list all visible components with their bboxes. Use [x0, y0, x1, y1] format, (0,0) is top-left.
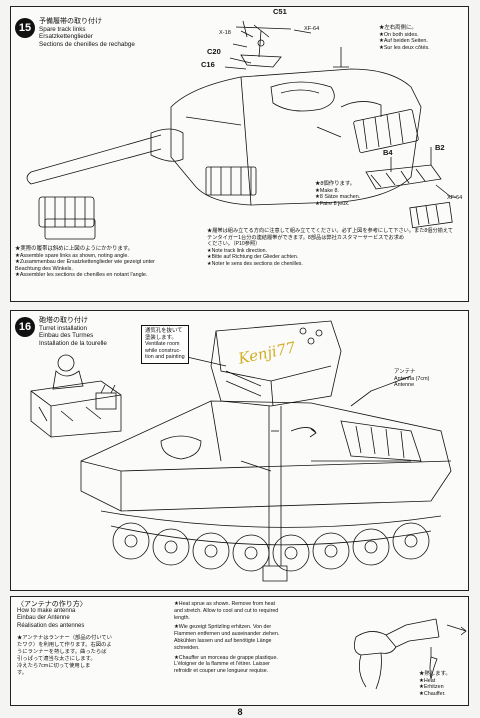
antenna-jp-line-1: ★アンテナはランナー（部品の付いてい	[17, 635, 112, 641]
step-16-title-de: Einbau des Turmes	[39, 332, 94, 340]
step-15-title-de: Ersatzkettenglieder	[39, 33, 93, 41]
heat-label: ★熱します。 ★Heat ★Erhitzen ★Chauffer.	[419, 671, 451, 697]
antenna-fr-1: ★Chauffer un morceau de grappe plastique…	[174, 654, 278, 661]
antenna-title-jp: 〈アンテナの作り方〉	[17, 601, 87, 608]
ventilate-callout-jp-1: 通気孔を抜いて	[145, 328, 183, 334]
part-c51-label: C51	[273, 7, 287, 16]
antenna-en-2: and stretch. Allow to cool and cut to re…	[174, 607, 279, 614]
antenna-title-fr: Réalisation des antennes	[17, 622, 85, 629]
make-8-de: ★8 Sätze machen.	[315, 194, 361, 201]
direction-note-fr: ★Noter le sens des sections de chenilles…	[207, 260, 303, 267]
part-xf64-side-label: XF-64	[447, 195, 463, 201]
part-b2-label: B2	[435, 143, 445, 152]
heat-label-en: ★Heat	[419, 677, 436, 684]
step-16-title-jp: 砲塔の取り付け	[39, 317, 88, 324]
heat-label-fr: ★Chauffer.	[419, 690, 446, 697]
make-8-note: ★8個作ります。 ★Make 8. ★8 Sätze machen. ★Fair…	[315, 181, 360, 207]
antenna-jp-line-6: す。	[17, 670, 28, 676]
ventilate-callout-en-2: while construc-	[145, 347, 181, 354]
step-16-tank-drawing	[30, 320, 452, 582]
step-16-title-en: Turret installation	[39, 324, 88, 332]
both-sides-fr: ★Sur les deux côtés.	[379, 44, 430, 51]
antenna-title-en: How to make antenna	[17, 608, 76, 615]
step-16-title-fr: Installation de la tourelle	[39, 339, 107, 347]
direction-note-en: ★Note track link direction.	[207, 247, 268, 254]
both-sides-en: ★On both sides.	[379, 31, 419, 38]
make-8-en: ★Make 8.	[315, 187, 340, 194]
step-15-title: 予備履帯の取り付け Spare track links Ersatzketten…	[39, 18, 135, 48]
antenna-de-4: schneiden.	[174, 644, 200, 651]
antenna-fr-3: refroidir et couper une longueur requise…	[174, 668, 269, 675]
heat-sprue-drawing	[353, 618, 467, 690]
antenna-section-title: 〈アンテナの作り方〉 How to make antenna Einbau de…	[17, 601, 87, 630]
direction-note-jp-2: テンタイガー1台分の連結履帯ができます。8部品は弊社カスタマーサービスでお求め	[207, 234, 405, 241]
antenna-de-2: Flammen entfernen und auseinander ziehen…	[174, 631, 280, 638]
part-c20-label: C20	[207, 47, 221, 56]
antenna-label-en: Antenna (7cm)	[394, 375, 430, 382]
heat-label-de: ★Erhitzen	[419, 684, 444, 691]
step-15-turret-drawing	[26, 20, 456, 240]
page-number: 8	[237, 707, 243, 717]
step-15-number: 15	[15, 18, 35, 38]
antenna-section-panel: 〈アンテナの作り方〉 How to make antenna Einbau de…	[10, 596, 469, 706]
step-15-title-jp: 予備履帯の取り付け	[39, 18, 102, 25]
antenna-de-1: ★Wie gezeigt Spritzling erhitzen. Von de…	[174, 624, 272, 631]
both-sides-de: ★Auf beiden Seiten.	[379, 38, 428, 45]
antenna-label-jp: アンテナ	[394, 369, 416, 375]
step-16-number: 16	[15, 317, 35, 337]
step-15-panel: 15 予備履帯の取り付け Spare track links Ersatzket…	[10, 6, 469, 302]
antenna-de-3: Abkühlen lassen und auf benötigte Länge	[174, 637, 272, 644]
angle-note-de-2: Beachtung des Winkels.	[15, 265, 73, 272]
antenna-jp-line-5: 冷えたら7cmに切って使用しま	[17, 663, 91, 669]
angle-note-fr: ★Assembler les sections de chenilles en …	[15, 272, 148, 279]
step-15-title-en: Spare track links	[39, 25, 86, 33]
antenna-jp-text: ★アンテナはランナー（部品の付いてい たワク）を利用して作ります。右図のよ うに…	[17, 635, 112, 677]
make-8-fr: ★Faire 8 jeux.	[315, 200, 350, 207]
step-16-panel: 16 砲塔の取り付け Turret installation Einbau de…	[10, 310, 469, 591]
direction-note-jp-3: ください。（P10参照）	[207, 241, 261, 248]
part-c16-label: C16	[201, 60, 215, 69]
angle-note: ★実際の履帯は斜めに上図のようにかかります。 ★Assemble spare l…	[15, 246, 155, 279]
antenna-label: アンテナ Antenna (7cm) Antenne	[394, 369, 429, 389]
angle-note-de-1: ★Zusammenbau der Ersatzkettenglieder wie…	[15, 259, 155, 266]
antenna-label-de: Antenne	[394, 382, 415, 389]
make-8-jp: ★8個作ります。	[315, 181, 356, 187]
direction-note-de: ★Bitte auf Richtung der Glieder achten.	[207, 254, 299, 261]
ventilate-callout: 通気孔を抜いて 塗装します。 Ventilate room while cons…	[141, 325, 189, 364]
ventilate-callout-jp-2: 塗装します。	[145, 334, 177, 341]
both-sides-note: ★左右両側に。 ★On both sides. ★Auf beiden Seit…	[379, 25, 430, 51]
direction-note-jp-1: ★履帯は組み立てる方向に注意して組み立ててください。必ず上図を参考にして下さい。…	[207, 228, 453, 234]
antenna-jp-line-2: たワク）を利用して作ります。右図のよ	[17, 642, 112, 648]
ventilate-callout-en-3: tion and painting	[145, 354, 185, 361]
antenna-fr-2: L'éloigner de la flamme et l'étirer. Lai…	[174, 661, 270, 668]
step-15-title-fr: Sections de chenilles de rechabge	[39, 40, 135, 48]
step-16-title: 砲塔の取り付け Turret installation Einbau des T…	[39, 317, 107, 347]
part-b4-label: B4	[383, 148, 393, 157]
ventilate-callout-en-1: Ventilate room	[145, 341, 180, 348]
part-x18-label: X-18	[219, 30, 231, 36]
antenna-en-3: length.	[174, 614, 190, 621]
heat-label-jp: ★熱します。	[419, 671, 451, 677]
angle-note-en: ★Assemble spare links as shown, noting a…	[15, 252, 129, 259]
both-sides-jp: ★左右両側に。	[379, 25, 417, 31]
part-xf64-top-label: XF-64	[304, 26, 320, 32]
direction-note: ★履帯は組み立てる方向に注意して組み立ててください。必ず上図を参考にして下さい。…	[207, 228, 453, 268]
antenna-title-de: Einbau der Antenne	[17, 615, 70, 622]
antenna-en-1: ★Heat sprue as shown. Remove from heat	[174, 601, 276, 607]
antenna-jp-line-4: 引っぱって適当な太さにします。	[17, 656, 96, 662]
antenna-jp-line-3: うにランナーを熱します。曲ったらば	[17, 649, 107, 655]
antenna-multilang-text: ★Heat sprue as shown. Remove from heat a…	[174, 601, 279, 675]
angle-note-jp: ★実際の履帯は斜めに上図のようにかかります。	[15, 246, 134, 252]
